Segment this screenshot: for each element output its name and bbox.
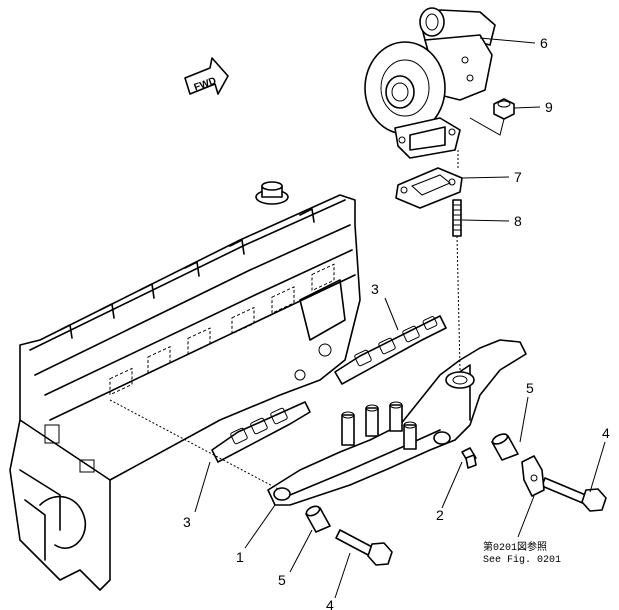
plug-fitting	[461, 447, 477, 469]
callout-4-upper: 4	[602, 425, 610, 441]
callout-2: 2	[436, 507, 444, 523]
callout-3-upper: 3	[371, 281, 379, 297]
callout-7: 7	[514, 169, 522, 185]
callout-3-lower: 3	[183, 514, 191, 530]
exhaust-gasket-rear	[334, 315, 447, 385]
callout-4-lower: 4	[326, 597, 334, 610]
callout-numbers: 6 9 7 8 3 5 4 3 1 2 5 4	[183, 35, 610, 610]
callout-leader-lines	[194, 37, 606, 599]
callout-5-lower: 5	[278, 572, 286, 588]
reference-note: 第0201図参照 See Fig. 0201	[483, 540, 561, 566]
callout-1: 1	[236, 549, 244, 565]
nut	[493, 98, 515, 120]
callout-5-upper: 5	[526, 380, 534, 396]
stud	[452, 199, 462, 237]
bolt-front	[335, 529, 393, 566]
callout-9: 9	[545, 99, 553, 115]
engine-block	[9, 181, 361, 591]
turbocharger	[364, 7, 496, 159]
callout-8: 8	[514, 213, 522, 229]
spacer-front	[305, 505, 331, 533]
turbo-gasket	[395, 167, 463, 209]
exhaust-manifold	[267, 339, 527, 506]
forward-arrow-icon: FWD	[184, 57, 229, 95]
bolt-rear	[541, 477, 607, 512]
reference-note-jp: 第0201図参照	[483, 540, 547, 554]
mounting-bracket	[521, 455, 545, 497]
callout-6: 6	[540, 35, 548, 51]
spacer-rear	[491, 433, 519, 461]
exhaust-gasket-front	[211, 401, 311, 463]
reference-note-en: See Fig. 0201	[483, 554, 561, 566]
